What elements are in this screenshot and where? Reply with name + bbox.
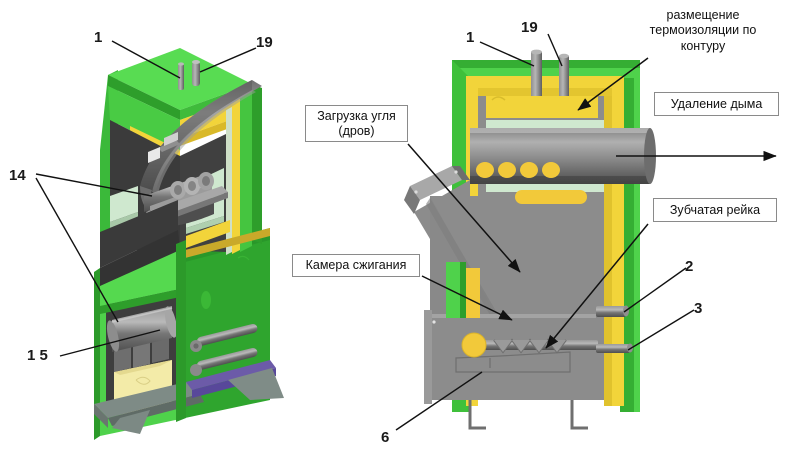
top-plenum-yellow [486, 96, 598, 118]
leader-19-left [199, 47, 257, 73]
ash-pan-mark [135, 376, 151, 385]
upper-left-strip [452, 96, 462, 192]
right-stub-3 [596, 343, 633, 353]
callout-14: 14 [9, 167, 26, 184]
callout-15: 1 5 [27, 347, 48, 364]
deflector-plate-shade [100, 230, 180, 286]
heat-exchanger-shade [140, 80, 252, 192]
body-front-band-edge [100, 288, 185, 314]
hood-slope [108, 86, 180, 156]
exchanger-band-bottom [486, 184, 604, 192]
arrow-rack [545, 223, 649, 349]
base-rail-purple [186, 360, 276, 390]
right-stub-2 [596, 305, 629, 317]
arrow-chamber [421, 275, 513, 321]
label-smoke-removal: Удаление дыма [654, 92, 779, 116]
leader-2 [623, 267, 687, 313]
leg-left [468, 400, 486, 430]
top-slab-left-edge [108, 75, 180, 120]
top-stub-1 [178, 62, 184, 90]
callout-1-right: 1 [466, 29, 475, 46]
exchanger-band-top [486, 120, 604, 128]
label-toothed-rack: Зубчатая рейка [653, 198, 777, 222]
section-top-stub-1 [531, 49, 542, 96]
section-top-stub-19 [559, 53, 569, 96]
top-fitting-cap [164, 132, 178, 146]
foot-right [228, 368, 284, 400]
leader-14-a [35, 173, 153, 197]
deflector-plate [100, 200, 178, 268]
left-inner-block [110, 186, 138, 222]
top-stub-19 [192, 60, 200, 86]
yellow-port-row [476, 162, 560, 178]
leader-1-left [111, 40, 181, 79]
insulation-top-shade [478, 88, 612, 96]
ash-door-rivet [432, 320, 436, 324]
foot-left [112, 410, 150, 434]
right-panel-top-yellow [185, 228, 270, 258]
callout-3: 3 [694, 300, 703, 317]
chute-shadow [426, 198, 500, 322]
right-wall-insulation [232, 100, 240, 254]
right-panel-seam [176, 240, 186, 422]
left-boiler-isometric [94, 48, 284, 440]
left-inner-block-edge [110, 212, 138, 228]
upper-right-wall [252, 84, 262, 244]
top-fitting-plate [148, 147, 160, 163]
lower-auger-cylinder [106, 306, 178, 352]
callout-19-right: 19 [521, 19, 538, 36]
label-load-coal: Загрузка угля (дров) [305, 105, 408, 142]
left-wall-strip [446, 262, 480, 318]
right-wall-inner [226, 107, 232, 255]
leader-1-right [479, 41, 535, 67]
base-plate [94, 382, 200, 418]
inner-liner-edge [186, 216, 224, 234]
ash-door-outline [455, 351, 571, 373]
leg-right [570, 400, 588, 430]
ash-pan-lip [114, 360, 172, 375]
lower-rails [190, 323, 258, 376]
body-left-edge [94, 268, 100, 440]
callout-19-left: 19 [256, 34, 273, 51]
yellow-bar [515, 190, 587, 204]
leader-3 [627, 309, 695, 351]
callout-1-left: 1 [94, 29, 103, 46]
arrow-insulation [577, 57, 649, 111]
body-panel-boss [201, 291, 211, 309]
leader-lines [35, 33, 695, 431]
label-thermal-insulation: размещение термоизоляции по контуру [649, 8, 757, 53]
plenum-mark [491, 96, 506, 101]
leader-arrows [407, 57, 777, 349]
leader-14-b [35, 177, 119, 323]
ash-door-hinge-strip [424, 310, 432, 404]
callout-6: 6 [381, 429, 390, 446]
right-boiler-section [404, 49, 656, 430]
callout-2: 2 [685, 258, 694, 275]
ash-door-plate [430, 314, 596, 400]
upper-right-wall-face [240, 90, 252, 252]
leader-15 [59, 329, 161, 357]
shell-top-edge [452, 60, 640, 68]
body-panel-mark [237, 255, 250, 261]
label-combustion-chamber: Камера сжигания [292, 254, 420, 277]
leader-6 [395, 371, 483, 431]
top-fitting [158, 140, 180, 152]
mid-insulation-strip [186, 220, 230, 248]
arrow-load-coal [407, 143, 521, 273]
leader-19-right [547, 33, 563, 67]
base-plate-left [94, 404, 108, 428]
